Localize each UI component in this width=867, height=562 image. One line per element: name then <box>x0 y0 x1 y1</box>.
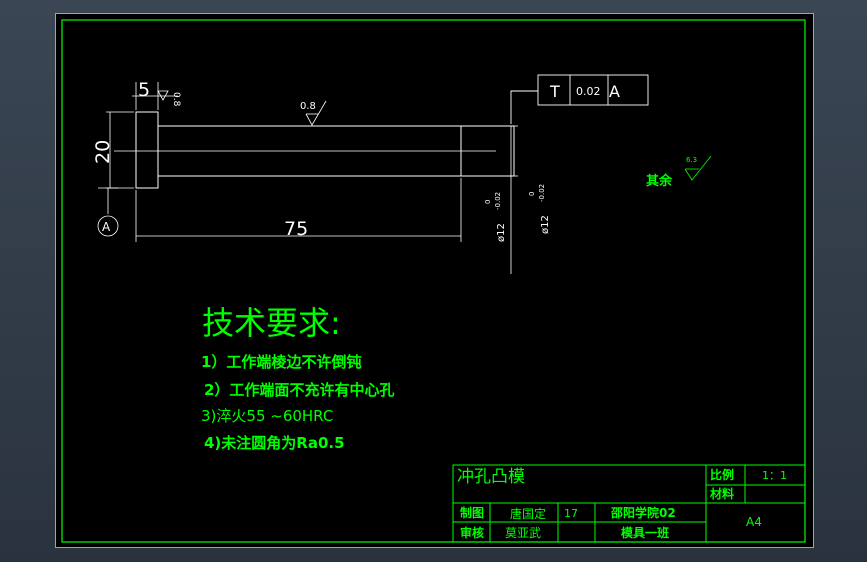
other-roughness-label: 其余 <box>646 173 673 189</box>
title-drawn-by: 唐国定 <box>510 506 546 521</box>
dim-head-width <box>132 82 178 110</box>
datum-label: A <box>102 220 111 234</box>
title-number: 17 <box>564 507 578 520</box>
dim-length <box>135 178 462 242</box>
title-drawn-label: 制图 <box>460 505 484 520</box>
tech-req-item-4: 4)未注圆角为Ra0.5 <box>204 434 345 452</box>
title-school: 邵阳学院02 <box>610 505 676 520</box>
title-checked-label: 审核 <box>460 525 484 540</box>
tech-req-item-2: 2）工作端面不充许有中心孔 <box>204 381 394 399</box>
tolerance-value: 0.02 <box>576 85 601 98</box>
other-roughness-symbol <box>684 155 712 181</box>
title-material-label: 材料 <box>709 486 734 501</box>
drawing-canvas: 5 0.8 20 0.8 A 75 ø12 0 -0.02 ø12 0 -0.0… <box>61 19 806 543</box>
dim-head-diameter-label: 20 <box>92 140 114 164</box>
title-checked-by: 莫亚武 <box>505 526 541 540</box>
dim-dia-right: ø12 <box>540 215 551 234</box>
dim-head-width-label: 5 <box>138 79 150 101</box>
title-scale-label: 比例 <box>710 467 734 482</box>
datum-marker <box>97 187 119 237</box>
tech-req-title: 技术要求: <box>202 304 341 342</box>
tolerance-frame <box>510 74 649 124</box>
title-scale-value: 1：1 <box>762 469 787 482</box>
dim-dia-left: ø12 <box>496 223 507 242</box>
drawing-border <box>61 19 806 543</box>
tolerance-symbol: T <box>549 82 560 101</box>
title-class: 模具一班 <box>621 525 669 540</box>
surface-roughness-symbol <box>305 100 327 126</box>
dim-dia-left-lower: -0.02 <box>494 192 502 210</box>
drawing-viewport[interactable]: 5 0.8 20 0.8 A 75 ø12 0 -0.02 ø12 0 -0.0… <box>55 13 814 548</box>
surface-roughness-label: 0.8 <box>300 101 316 112</box>
dim-dia-right-upper: 0 <box>528 192 536 196</box>
dim-head-width-roughness: 0.8 <box>171 92 181 107</box>
part-outline <box>135 111 515 189</box>
dim-diameter-vertical <box>508 125 518 274</box>
dim-length-label: 75 <box>284 218 308 240</box>
tech-req-item-3: 3)淬火55 ~60HRC <box>201 407 333 425</box>
dim-dia-left-upper: 0 <box>484 200 492 204</box>
tech-req-item-1: 1）工作端棱边不许倒钝 <box>201 353 361 371</box>
title-part-name: 冲孔凸模 <box>457 467 525 487</box>
title-paper-size: A4 <box>746 515 762 529</box>
title-block <box>452 464 806 543</box>
dim-dia-right-lower: -0.02 <box>538 184 546 202</box>
other-roughness-value: 6.3 <box>686 156 697 164</box>
tolerance-datum: A <box>609 82 620 101</box>
